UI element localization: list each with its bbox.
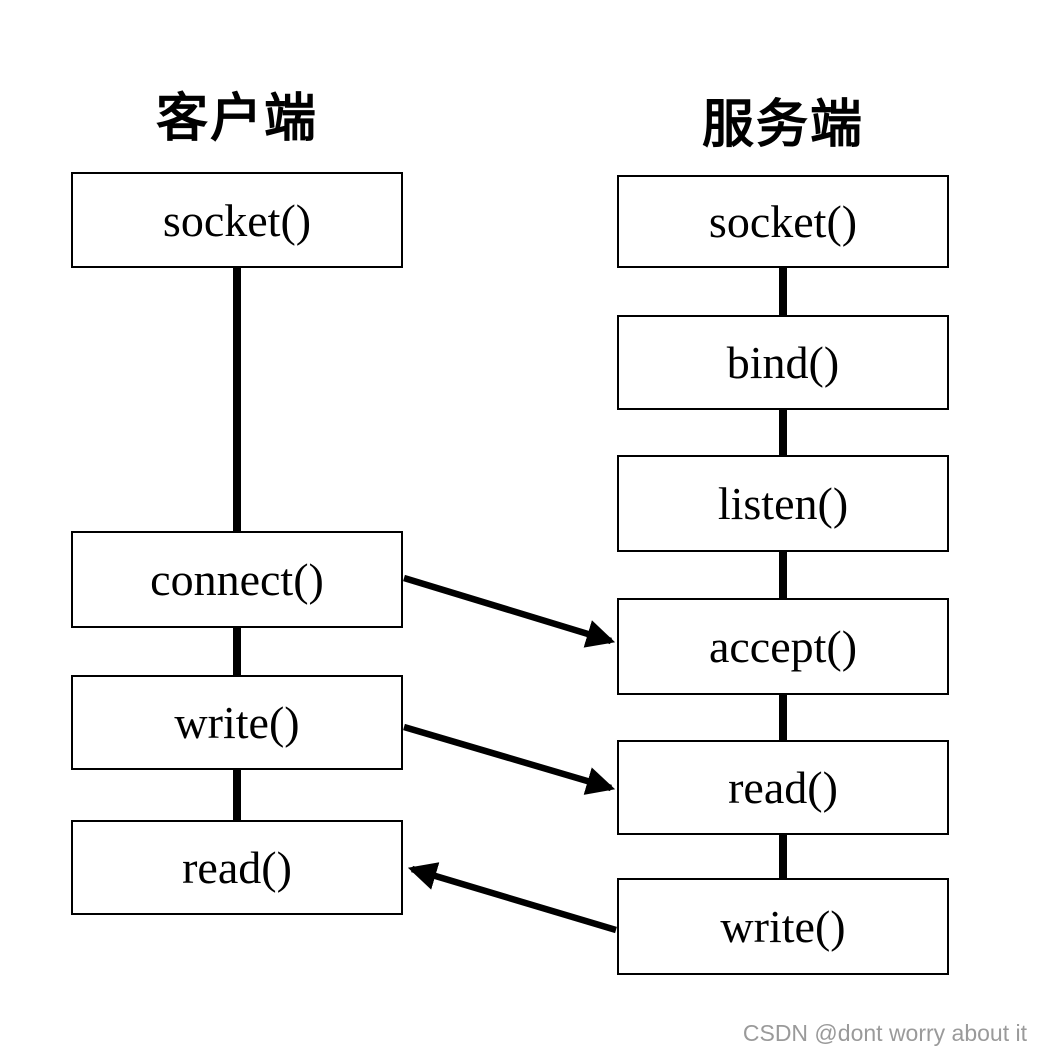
server-node-read: read() bbox=[617, 740, 949, 835]
client-node-socket-label: socket() bbox=[162, 194, 312, 246]
client-node-write: write() bbox=[71, 675, 403, 770]
server-connector-socket-bind bbox=[779, 266, 787, 317]
server-node-accept: accept() bbox=[617, 598, 949, 695]
client-connector-connect-write bbox=[233, 626, 241, 677]
server-connector-read-write bbox=[779, 833, 787, 880]
server-node-write-label: write() bbox=[720, 901, 846, 952]
server-node-bind: bind() bbox=[617, 315, 949, 410]
client-column-title: 客户端 bbox=[155, 90, 318, 148]
server-node-accept-label: accept() bbox=[708, 621, 858, 672]
server-node-write: write() bbox=[617, 878, 949, 975]
arrow-write-to-read bbox=[403, 723, 616, 795]
arrow-serverwrite-to-clientread bbox=[407, 862, 617, 934]
server-node-socket-label: socket() bbox=[708, 196, 858, 247]
client-connector-socket-connect bbox=[233, 266, 241, 533]
server-connector-accept-read bbox=[779, 693, 787, 742]
client-node-write-label: write() bbox=[174, 697, 300, 748]
server-node-listen-label: listen() bbox=[717, 478, 849, 529]
server-node-listen: listen() bbox=[617, 455, 949, 552]
server-connector-bind-listen bbox=[779, 408, 787, 457]
server-node-bind-label: bind() bbox=[726, 337, 840, 388]
client-node-connect: connect() bbox=[71, 531, 403, 628]
server-node-read-label: read() bbox=[728, 762, 838, 813]
server-column-title: 服务端 bbox=[701, 96, 864, 154]
server-node-socket: socket() bbox=[617, 175, 949, 268]
watermark-text: CSDN @dont worry about it bbox=[742, 1020, 1027, 1046]
client-node-read: read() bbox=[71, 820, 403, 915]
client-connector-write-read bbox=[233, 768, 241, 822]
arrow-connect-to-accept bbox=[403, 574, 616, 648]
client-node-connect-label: connect() bbox=[150, 554, 324, 605]
server-connector-listen-accept bbox=[779, 550, 787, 600]
client-node-read-label: read() bbox=[182, 842, 292, 893]
client-node-socket: socket() bbox=[71, 172, 403, 268]
